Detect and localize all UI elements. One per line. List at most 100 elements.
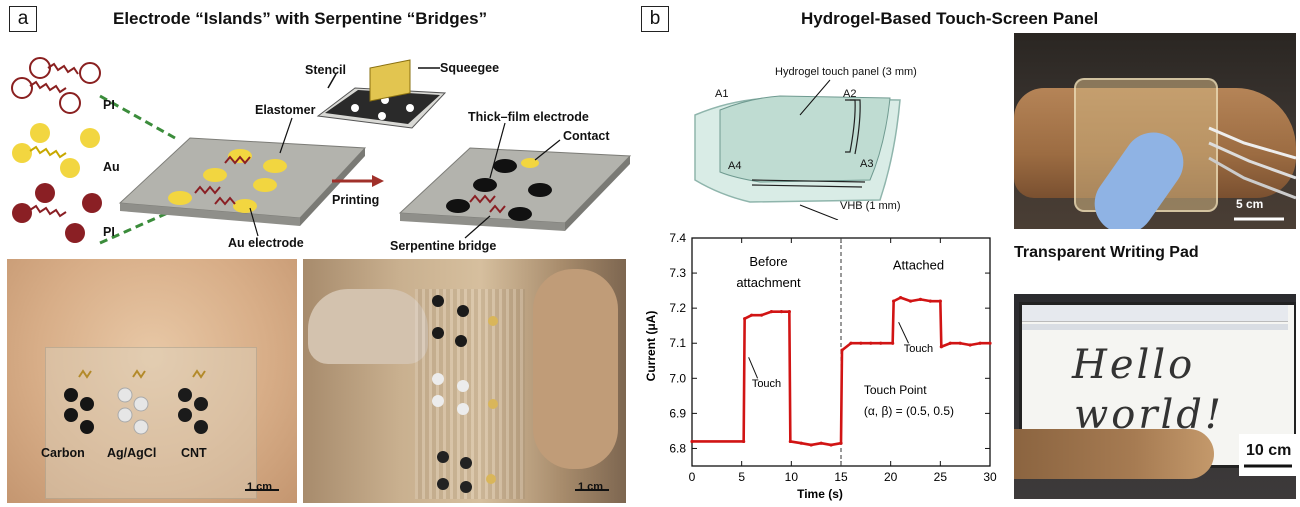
data-point <box>978 341 982 345</box>
y-tick-label: 7.0 <box>669 371 686 385</box>
pi-bottom-layer <box>12 183 102 243</box>
scale-bar-arm: 5 cm <box>1236 197 1264 211</box>
data-point <box>799 441 803 445</box>
data-point <box>899 296 903 300</box>
label-squeegee: Squeegee <box>440 61 500 75</box>
label-cnt: CNT <box>181 446 207 460</box>
chart-xlabel: Time (s) <box>797 487 843 501</box>
panel-a-title: Electrode “Islands” with Serpentine “Bri… <box>113 9 488 28</box>
x-tick-label: 30 <box>983 470 997 484</box>
touch-arrow-2 <box>898 321 909 344</box>
scale-bar-pad: 10 cm <box>1246 442 1292 459</box>
data-point <box>839 441 843 445</box>
data-point <box>938 299 942 303</box>
data-point <box>788 439 792 444</box>
panel-b-title: Hydrogel-Based Touch-Screen Panel <box>801 9 1099 28</box>
label-vhb: VHB (1 mm) <box>840 200 901 212</box>
x-tick-label: 25 <box>934 470 948 484</box>
x-tick-label: 0 <box>689 470 696 484</box>
current-series-line <box>692 296 990 447</box>
x-tick-label: 10 <box>785 470 799 484</box>
data-point <box>869 341 873 345</box>
annotation-before: Before <box>749 254 787 269</box>
label-a2: A2 <box>843 88 857 100</box>
touch-arrow-1 <box>748 357 759 379</box>
annotation-touch-1: Touch <box>752 378 781 390</box>
data-point <box>879 341 883 345</box>
label-serpentine: Serpentine bridge <box>390 239 497 253</box>
label-stencil: Stencil <box>305 63 346 77</box>
annotation-attached: Attached <box>893 258 944 273</box>
photo-finger-electrodes: 1 cm <box>303 259 626 503</box>
data-point <box>743 317 747 321</box>
y-tick-label: 7.3 <box>669 266 686 280</box>
label-elastomer: Elastomer <box>255 103 316 117</box>
x-tick-label: 15 <box>834 470 848 484</box>
data-point <box>849 341 853 345</box>
data-point <box>779 310 783 314</box>
panel-a-schematic <box>11 57 632 245</box>
data-point <box>787 310 791 314</box>
data-point <box>918 297 923 301</box>
data-point <box>968 343 972 347</box>
data-point <box>829 443 833 447</box>
data-point <box>840 348 844 352</box>
data-point <box>891 341 895 345</box>
panel-a-tag: a <box>9 6 37 32</box>
annotation-attachment: attachment <box>736 275 801 290</box>
au-electrodes <box>168 149 287 213</box>
scale-bar-right: 1 cm <box>578 481 604 493</box>
data-point <box>809 443 813 447</box>
y-tick-label: 7.4 <box>669 231 686 245</box>
label-a4: A4 <box>728 160 742 172</box>
scale-bar-left: 1 cm <box>247 481 273 493</box>
label-a3: A3 <box>860 158 874 170</box>
y-tick-label: 7.2 <box>669 301 686 315</box>
label-carbon: Carbon <box>41 446 85 460</box>
photo-arm-touch-panel: 5 cm <box>1014 33 1296 229</box>
annotation-coords: (α, β) = (0.5, 0.5) <box>864 404 954 418</box>
data-point <box>819 441 823 445</box>
y-tick-label: 7.1 <box>669 336 686 350</box>
x-tick-label: 20 <box>884 470 898 484</box>
hydrogel-panel-schematic <box>694 79 901 220</box>
data-point <box>928 299 932 303</box>
x-tick-label: 5 <box>738 470 745 484</box>
label-au: Au <box>103 160 120 174</box>
data-point <box>908 299 913 303</box>
data-point <box>892 299 896 303</box>
y-tick-label: 6.9 <box>669 406 686 420</box>
data-point <box>859 341 863 345</box>
panel-b-tag: b <box>641 6 669 32</box>
handwritten-hello: Hello <box>1072 342 1196 388</box>
data-point <box>769 310 774 314</box>
data-point <box>948 341 952 345</box>
thick-film-electrodes <box>446 158 552 221</box>
label-contact: Contact <box>563 129 610 143</box>
label-thick-film: Thick–film electrode <box>468 110 589 124</box>
data-point <box>690 439 694 444</box>
label-printing: Printing <box>332 193 380 207</box>
data-point <box>742 439 746 444</box>
y-tick-label: 6.8 <box>669 441 686 455</box>
au-layer <box>12 123 100 178</box>
label-a1: A1 <box>715 88 729 100</box>
data-point <box>759 313 764 317</box>
label-ag-agcl: Ag/AgCl <box>107 446 157 460</box>
label-pi-bottom: PI <box>103 225 115 239</box>
annotation-touch-2: Touch <box>904 343 933 355</box>
label-hydrogel-panel: Hydrogel touch panel (3 mm) <box>775 66 917 78</box>
annotation-touch-point: Touch Point <box>864 383 927 397</box>
data-point <box>958 341 962 345</box>
photo-writing-pad: Hello world! 10 cm <box>1014 294 1296 499</box>
data-point <box>750 313 754 317</box>
label-au-electrode: Au electrode <box>228 236 304 250</box>
label-pi-top: PI <box>103 98 115 112</box>
chart-ylabel: Current (μA) <box>644 311 658 382</box>
data-point <box>939 345 943 349</box>
writing-pad-title: Transparent Writing Pad <box>1014 244 1199 261</box>
data-point <box>988 341 992 345</box>
pi-top-layer <box>11 57 101 114</box>
photo-arm-electrodes: Carbon Ag/AgCl CNT 1 cm <box>7 259 297 503</box>
